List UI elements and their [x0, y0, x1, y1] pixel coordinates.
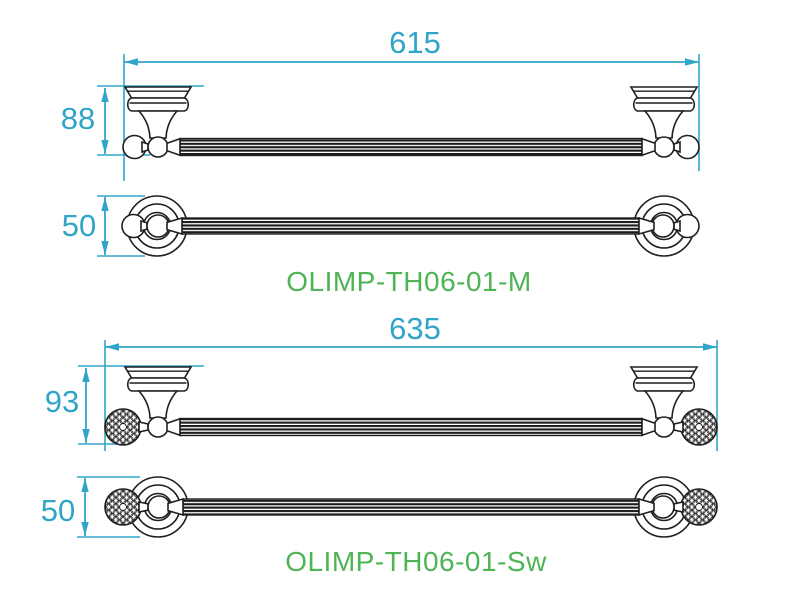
dim-value-height-m: 88 — [60, 101, 96, 136]
towel-bar-rail — [179, 137, 643, 157]
dim-value-depth-sw: 50 — [40, 493, 76, 528]
dim-value-height-sw: 93 — [44, 384, 80, 419]
dimension-lines — [81, 58, 717, 536]
dim-value-length-m: 615 — [389, 25, 441, 60]
wall-mount-left — [105, 367, 191, 445]
product-code-m: OLIMP-TH06-01-M — [286, 266, 532, 297]
towel-bar-rail — [181, 217, 640, 235]
wall-mount-right — [631, 87, 699, 159]
dim-value-depth-m: 50 — [61, 208, 97, 243]
plan-view-sw — [105, 476, 717, 538]
plan-view-m — [121, 195, 700, 257]
dim-value-length-sw: 635 — [389, 311, 441, 346]
extension-lines — [77, 54, 718, 538]
towel-bar-rail — [182, 498, 640, 516]
product-code-sw: OLIMP-TH06-01-Sw — [285, 546, 547, 577]
front-view-sw — [105, 367, 717, 445]
wall-mount-right — [631, 367, 717, 445]
front-view-m — [123, 87, 699, 159]
towel-bar-rail — [179, 417, 643, 437]
